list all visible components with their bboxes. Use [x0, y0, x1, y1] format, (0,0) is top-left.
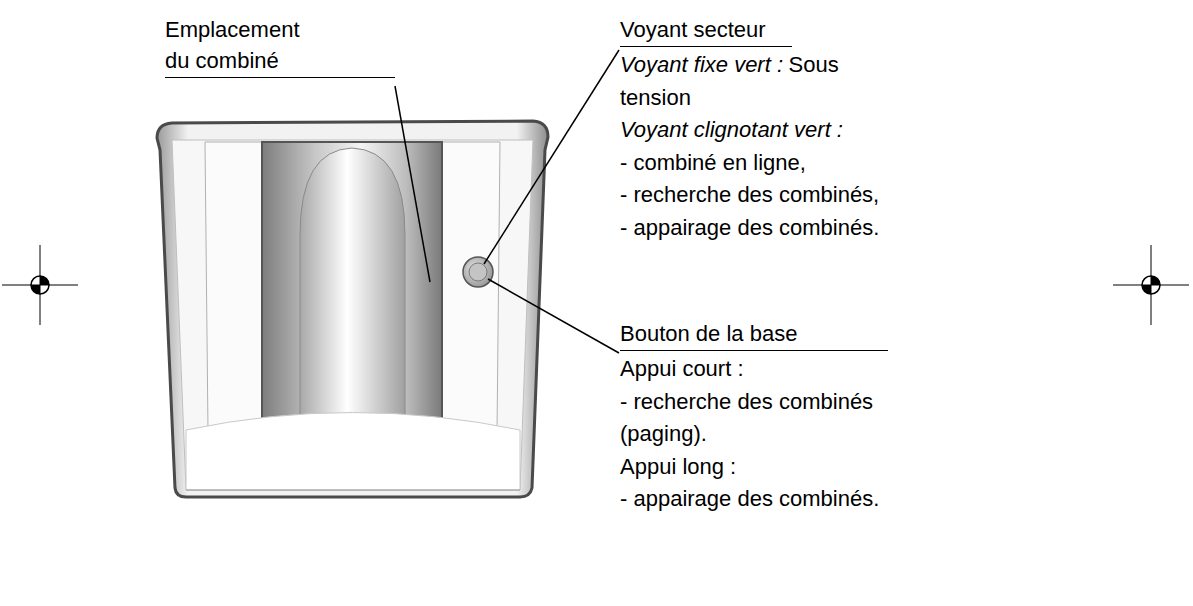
base-housing: [157, 121, 548, 497]
leader-line: [395, 86, 430, 282]
leader-line: [484, 50, 619, 264]
part-label: Voyant secteur: [620, 17, 766, 42]
led-meaning: - combiné en ligne,: [620, 150, 806, 175]
text-line: - appairage des combinés.: [620, 212, 910, 245]
registration-mark: [1142, 276, 1160, 294]
registration-mark: [31, 276, 49, 294]
led-state: Voyant fixe vert :: [620, 52, 783, 77]
text-line: - recherche des combinés,: [620, 179, 910, 212]
power-led: [469, 263, 487, 281]
text-line: Voyant fixe vert :Sous tension: [620, 49, 910, 114]
underlined-heading: Voyant secteur: [620, 14, 792, 47]
registration-mark: [31, 276, 49, 294]
button-action: - appairage des combinés.: [620, 486, 879, 511]
button-action: Appui long :: [620, 454, 736, 479]
base-button: [463, 257, 493, 287]
base-button-callout: Bouton de la baseAppui court : - recherch…: [620, 318, 920, 516]
text-line: - appairage des combinés.: [620, 483, 920, 516]
text-line: Appui court :: [620, 353, 920, 386]
underlined-heading: Bouton de la base: [620, 318, 888, 351]
part-label: Bouton de la base: [620, 321, 797, 346]
text-line: Voyant clignotant vert :: [620, 114, 910, 147]
part-label: Emplacement du combiné: [165, 14, 315, 76]
underlined-heading: Emplacement du combiné: [165, 14, 395, 78]
registration-mark: [1142, 276, 1160, 294]
leader-line: [488, 279, 619, 353]
button-action: - recherche des combinés (paging).: [620, 389, 873, 447]
text-line: Appui long :: [620, 451, 920, 484]
handset-cradle: [262, 142, 442, 420]
side-panel: [442, 142, 500, 432]
led-meaning: - appairage des combinés.: [620, 215, 879, 240]
base-edge: [186, 490, 520, 491]
side-panel: [205, 142, 262, 432]
handset-slot: [300, 148, 405, 420]
base-front: [186, 413, 520, 491]
handset-slot-callout: Emplacement du combiné: [165, 14, 405, 80]
power-led-callout: Voyant secteurVoyant fixe vert :Sous ten…: [620, 14, 910, 244]
text-line: - combiné en ligne,: [620, 147, 910, 180]
led-meaning: - recherche des combinés,: [620, 182, 879, 207]
base-face: [172, 140, 533, 490]
button-action: Appui court :: [620, 356, 744, 381]
text-line: - recherche des combinés (paging).: [620, 386, 920, 451]
led-state: Voyant clignotant vert :: [620, 117, 843, 142]
